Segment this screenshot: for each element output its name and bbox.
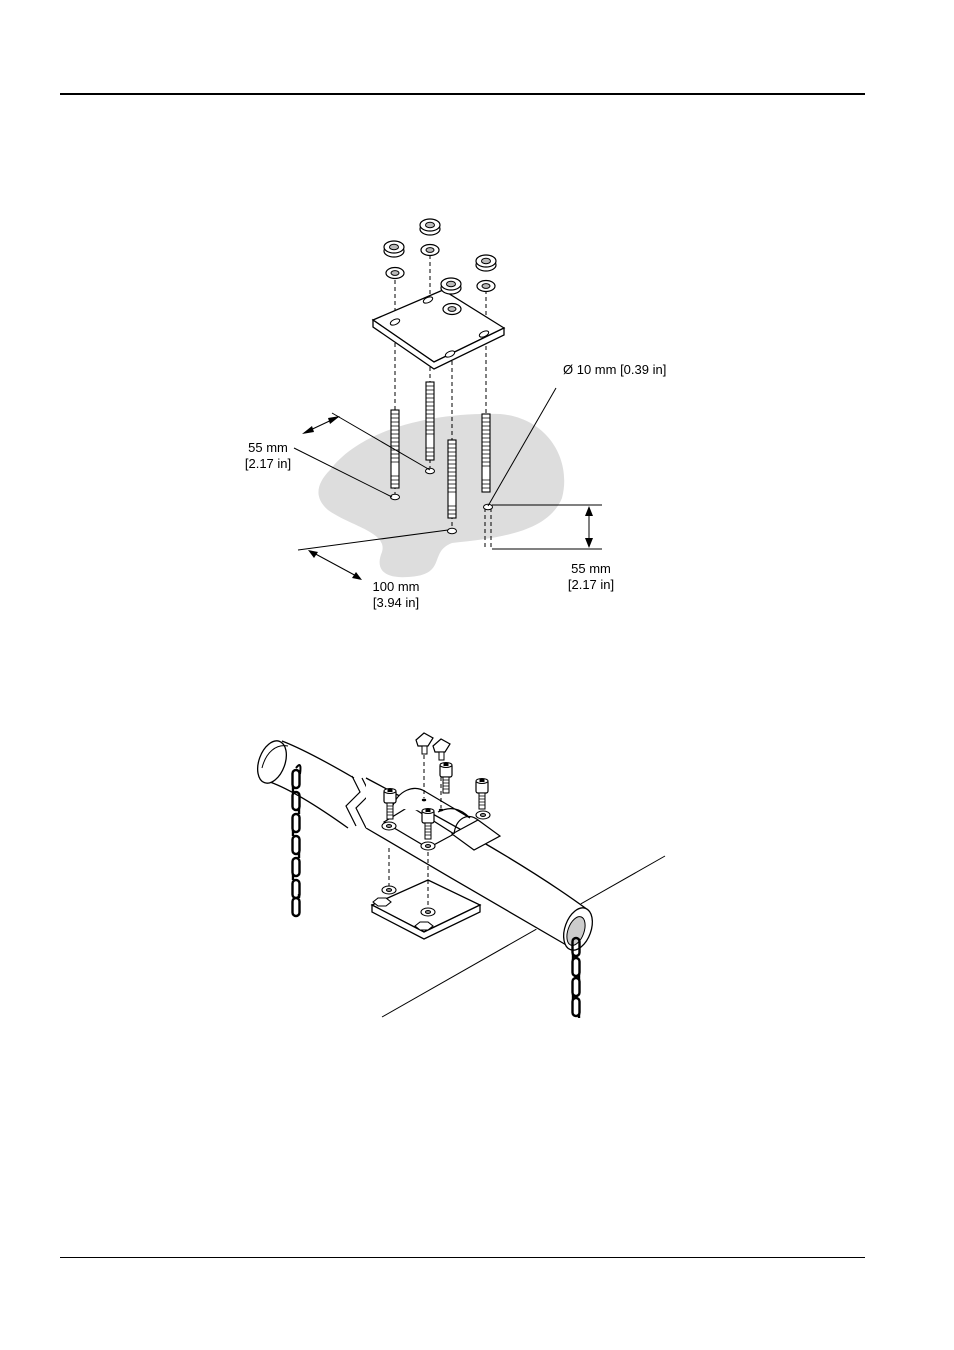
footer-rule: [60, 1257, 865, 1258]
drill-holes: [390, 467, 493, 535]
thumb-screw: [432, 738, 451, 761]
diameter-label: Ø 10 mm [0.39 in]: [563, 362, 667, 377]
left-spacing-mm-label: 55 mm: [248, 440, 288, 455]
depth-mm-label: 55 mm: [571, 561, 611, 576]
front-spacing-mm-label: 100 mm: [372, 579, 420, 594]
pipe-left-segment: [257, 740, 355, 829]
floor-surface: [318, 413, 565, 578]
pipe-break: [345, 775, 361, 827]
floor-line: [381, 855, 666, 1018]
mounting-plate: [371, 289, 506, 370]
cap-screw: [475, 777, 489, 810]
chain-right: [571, 936, 581, 1018]
chain-left: [291, 764, 302, 918]
clamp-holes: [421, 798, 444, 812]
washers: [372, 810, 491, 931]
cap-screw: [439, 761, 453, 794]
thumb-screw: [415, 732, 434, 755]
header-rule: [60, 93, 865, 95]
bracket-plate: [370, 879, 482, 940]
left-spacing-in-label: [2.17 in]: [244, 456, 292, 471]
front-spacing-in-label: [3.94 in]: [372, 595, 420, 610]
saddle-clamp: [382, 787, 502, 851]
dimension-arrows: [302, 416, 593, 580]
depth-in-label: [2.17 in]: [567, 577, 615, 592]
